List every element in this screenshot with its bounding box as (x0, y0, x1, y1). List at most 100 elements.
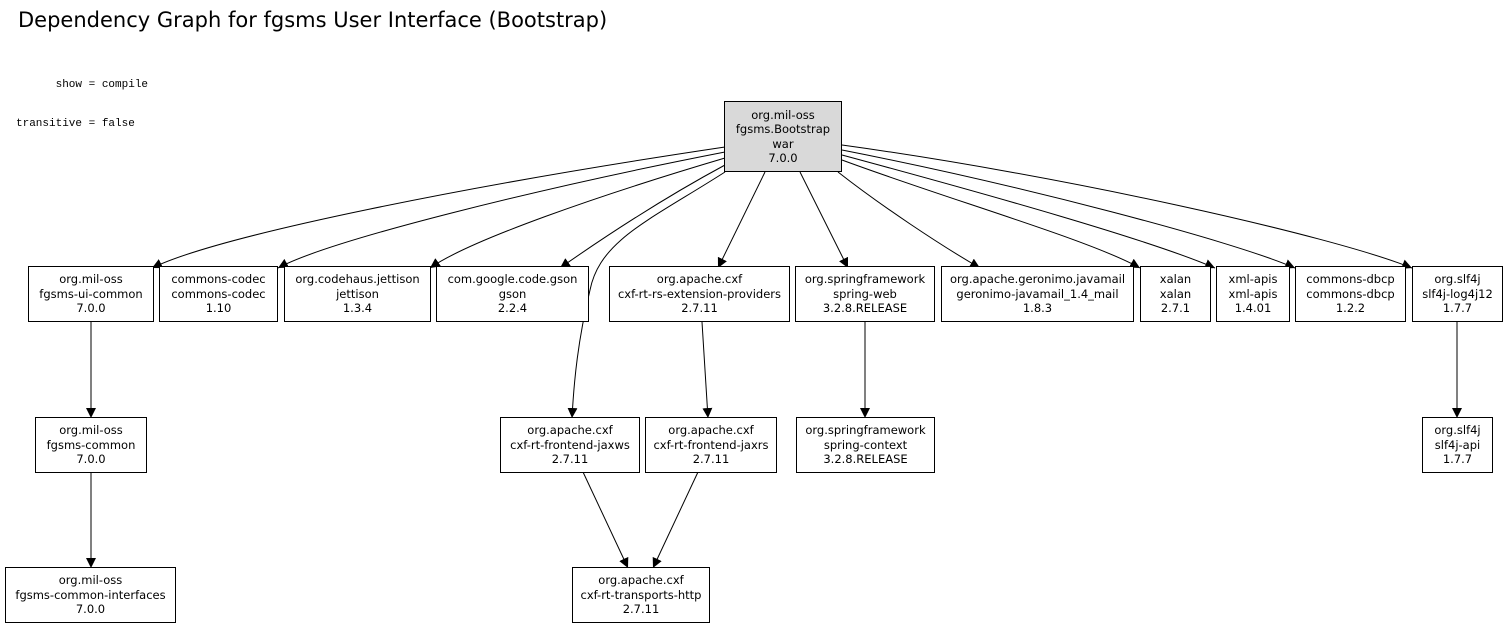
node-artifact: gson (498, 286, 527, 301)
node-box: org.apache.geronimo.javamail geronimo-ja… (941, 266, 1134, 322)
node-group: org.apache.cxf (656, 272, 743, 287)
node-group: org.mil-oss (59, 423, 123, 438)
node-xml-apis: xml-apis xml-apis 1.4.01 (1216, 266, 1290, 322)
edge-root-jettison (429, 157, 726, 269)
edge-root-commons-dbcp (841, 149, 1296, 269)
node-fgsms-common-interfaces: org.mil-oss fgsms-common-interfaces 7.0.… (5, 567, 176, 623)
node-artifact: fgsms-common (46, 437, 136, 452)
node-xalan: xalan xalan 2.7.1 (1140, 266, 1211, 322)
node-group: org.apache.cxf (598, 573, 684, 588)
node-version: 7.0.0 (768, 151, 798, 165)
edge-root-xalan (841, 159, 1141, 269)
node-version: 1.4.01 (1234, 301, 1272, 316)
node-box: org.apache.cxf cxf-rt-rs-extension-provi… (609, 266, 790, 322)
node-group: commons-codec (171, 272, 266, 287)
node-group: xml-apis (1228, 272, 1278, 287)
node-artifact: commons-dbcp (1306, 286, 1395, 301)
node-version: 1.8.3 (1022, 301, 1053, 316)
node-box: com.google.code.gson gson 2.2.4 (436, 266, 589, 322)
node-artifact: jettison (336, 286, 379, 301)
property-transitive: transitive = false (16, 118, 135, 130)
node-artifact: xalan (1159, 286, 1192, 301)
node-cxf-rt-frontend-jaxrs: org.apache.cxf cxf-rt-frontend-jaxrs 2.7… (645, 417, 777, 473)
node-version: 7.0.0 (75, 602, 106, 617)
graph-properties: show = compile transitive = false (16, 53, 148, 144)
node-group: org.slf4j (1434, 423, 1481, 438)
node-box: org.codehaus.jettison jettison 1.3.4 (284, 266, 431, 322)
edge-root-ui-common (151, 146, 726, 269)
node-box: org.mil-oss fgsms-common-interfaces 7.0.… (5, 567, 176, 623)
node-artifact: fgsms.Bootstrap (735, 122, 831, 136)
node-artifact: spring-web (833, 286, 897, 301)
node-box: xml-apis xml-apis 1.4.01 (1216, 266, 1290, 322)
node-group: org.apache.cxf (668, 423, 754, 438)
node-version: 2.7.11 (692, 452, 730, 467)
node-box: commons-dbcp commons-dbcp 1.2.2 (1295, 266, 1406, 322)
node-group: org.apache.cxf (527, 423, 613, 438)
node-box: org.apache.cxf cxf-rt-frontend-jaxrs 2.7… (645, 417, 777, 473)
edge-root-rs-ext (717, 171, 766, 269)
node-cxf-rt-frontend-jaxws: org.apache.cxf cxf-rt-frontend-jaxws 2.7… (500, 417, 640, 473)
node-artifact: xml-apis (1228, 286, 1278, 301)
node-version: 2.7.11 (681, 301, 718, 316)
node-group: org.springframework (805, 423, 926, 438)
node-version: 2.7.1 (1160, 301, 1191, 316)
node-fgsms-bootstrap: org.mil-oss fgsms.Bootstrap war 7.0.0 (724, 101, 842, 172)
node-version: 1.7.7 (1442, 452, 1473, 467)
node-artifact: cxf-rt-rs-extension-providers (617, 286, 782, 301)
node-slf4j-api: org.slf4j slf4j-api 1.7.7 (1422, 417, 1493, 473)
node-group: org.codehaus.jettison (295, 272, 420, 287)
node-group: com.google.code.gson (447, 272, 578, 287)
node-artifact: fgsms-ui-common (39, 286, 143, 301)
node-box: org.mil-oss fgsms-common 7.0.0 (35, 417, 147, 473)
node-version: 1.10 (205, 301, 232, 316)
node-box: xalan xalan 2.7.1 (1140, 266, 1211, 322)
node-group: org.springframework (804, 272, 926, 287)
edge-root-commons-codec (277, 151, 726, 269)
edge-root-javamail (837, 171, 981, 269)
node-box: org.slf4j slf4j-api 1.7.7 (1422, 417, 1493, 473)
page-title: Dependency Graph for fgsms User Interfac… (18, 8, 608, 32)
node-box: org.apache.cxf cxf-rt-transports-http 2.… (572, 567, 710, 623)
node-version: 7.0.0 (76, 301, 106, 316)
node-group: org.slf4j (1434, 272, 1481, 287)
node-cxf-rt-transports-http: org.apache.cxf cxf-rt-transports-http 2.… (572, 567, 710, 623)
edge-root-spring-web (799, 171, 849, 269)
node-cxf-rs-extension-providers: org.apache.cxf cxf-rt-rs-extension-provi… (609, 266, 790, 322)
node-fgsms-ui-common: org.mil-oss fgsms-ui-common 7.0.0 (28, 266, 154, 322)
node-version: 7.0.0 (76, 452, 106, 467)
node-artifact: geronimo-javamail_1.4_mail (956, 286, 1119, 301)
edge-jaxrs-transports (652, 471, 699, 569)
node-artifact: cxf-rt-frontend-jaxrs (653, 437, 769, 452)
node-fgsms-common: org.mil-oss fgsms-common 7.0.0 (35, 417, 147, 473)
node-jettison: org.codehaus.jettison jettison 1.3.4 (284, 266, 431, 322)
edge-root-xml-apis (841, 154, 1216, 269)
node-artifact: spring-context (823, 437, 908, 452)
property-show: show = compile (16, 79, 149, 91)
node-box: commons-codec commons-codec 1.10 (159, 266, 278, 322)
node-box: org.mil-oss fgsms-ui-common 7.0.0 (28, 266, 154, 322)
node-artifact: slf4j-log4j12 (1422, 286, 1493, 301)
node-artifact: slf4j-api (1434, 437, 1481, 452)
edge-jaxws-transports (582, 471, 629, 569)
node-group: xalan (1159, 272, 1192, 287)
node-group: commons-dbcp (1306, 272, 1395, 287)
node-commons-codec: commons-codec commons-codec 1.10 (159, 266, 278, 322)
node-version: 2.7.11 (551, 452, 589, 467)
node-type: war (772, 136, 794, 151)
edge-rs-ext-jaxrs (701, 321, 713, 419)
node-artifact: cxf-rt-transports-http (580, 587, 702, 602)
node-artifact: cxf-rt-frontend-jaxws (510, 437, 630, 452)
node-group: org.mil-oss (58, 573, 123, 588)
node-version: 1.3.4 (342, 301, 373, 316)
node-box: org.slf4j slf4j-log4j12 1.7.7 (1412, 266, 1503, 322)
node-version: 2.7.11 (622, 602, 660, 617)
node-box: org.mil-oss fgsms.Bootstrap war 7.0.0 (724, 101, 842, 172)
node-version: 3.2.8.RELEASE (823, 452, 908, 467)
edge-root-slf4j-log4j (841, 144, 1413, 269)
node-version: 1.2.2 (1335, 301, 1366, 316)
node-box: org.springframework spring-web 3.2.8.REL… (795, 266, 935, 322)
node-spring-context: org.springframework spring-context 3.2.8… (796, 417, 935, 473)
node-artifact: fgsms-common-interfaces (15, 587, 166, 602)
